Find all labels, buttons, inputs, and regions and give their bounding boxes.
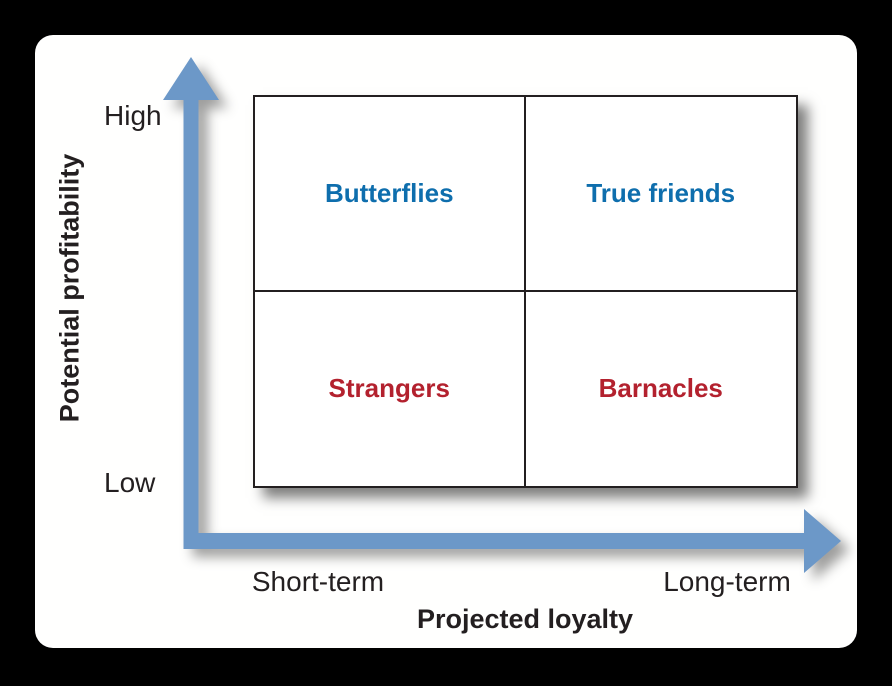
quadrant-matrix: Butterflies True friends Strangers Barna…	[253, 95, 798, 488]
y-axis-low-label: Low	[104, 467, 156, 498]
quadrant-true-friends: True friends	[525, 97, 796, 292]
quadrant-barnacles: Barnacles	[598, 373, 723, 404]
y-axis-title: Potential profitability	[54, 153, 85, 423]
x-axis-long-term-label: Long-term	[663, 566, 791, 597]
y-axis-high-label: High	[104, 100, 162, 131]
quadrant-strangers: Strangers	[255, 291, 526, 486]
x-axis-title: Projected loyalty	[416, 604, 634, 634]
quadrant-butterflies: Butterflies	[255, 97, 526, 292]
x-axis-short-term-label: Short-term	[251, 566, 385, 597]
